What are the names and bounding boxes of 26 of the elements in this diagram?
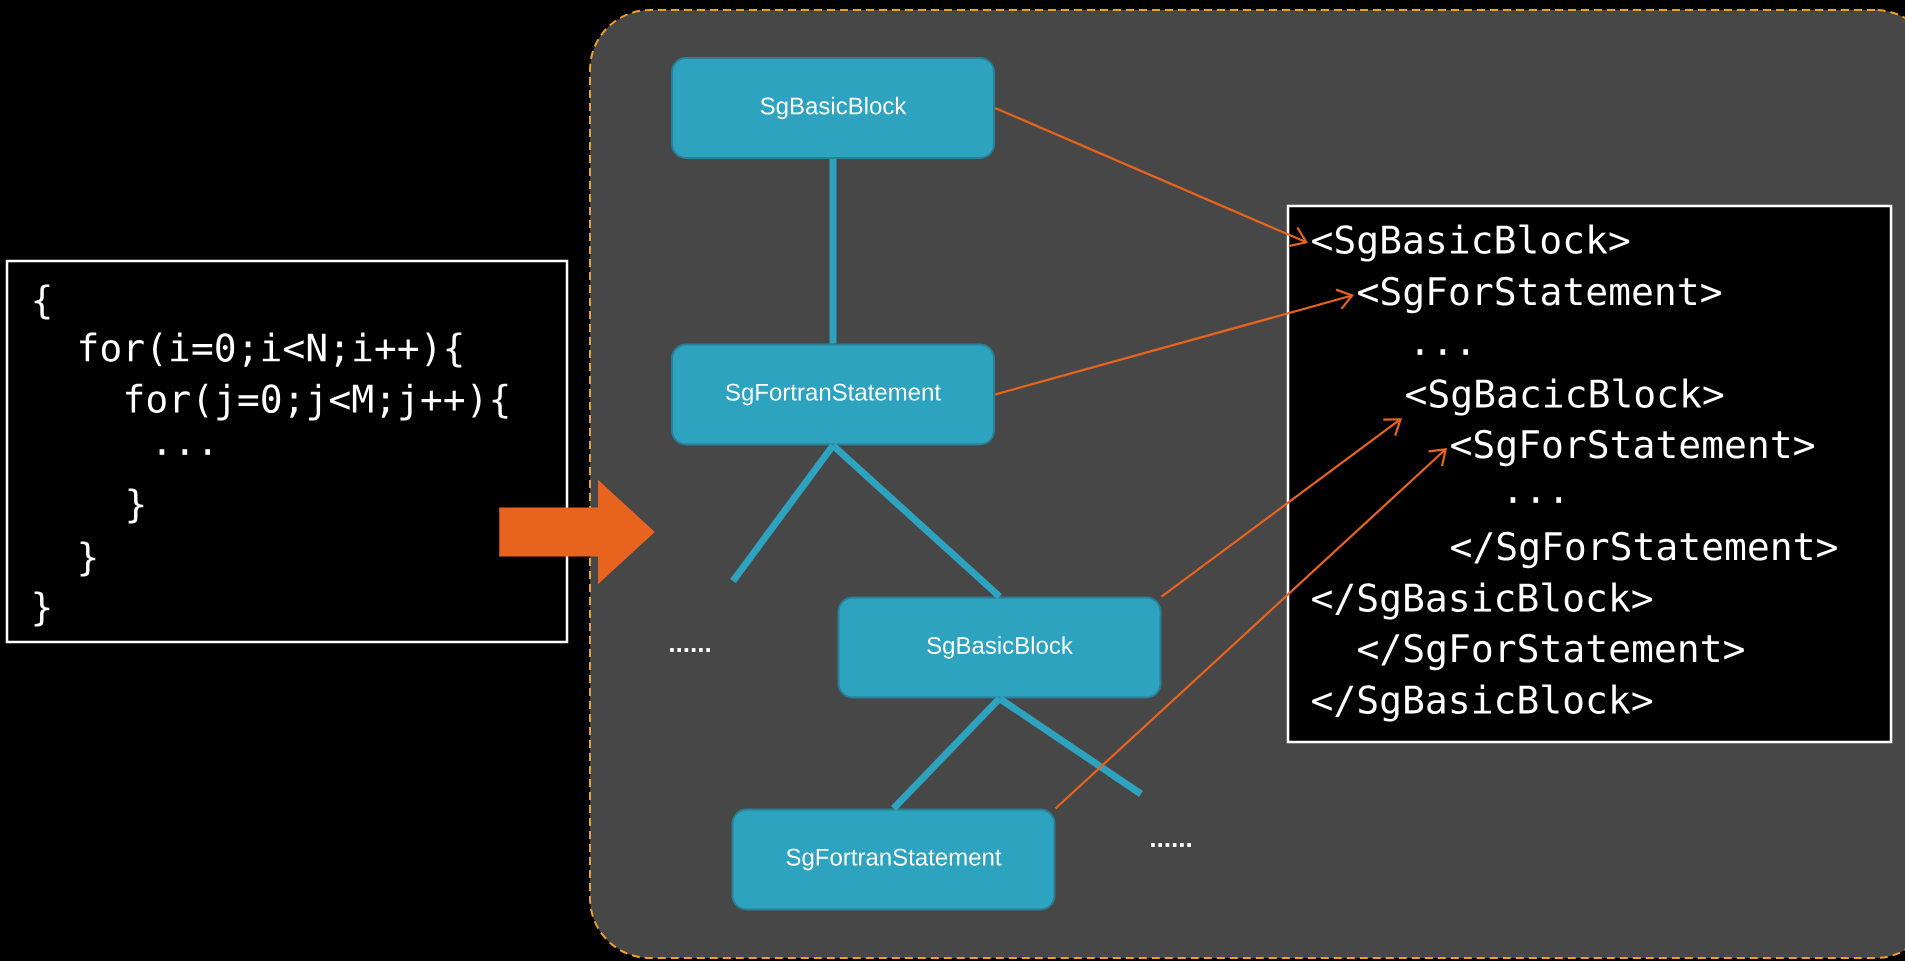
connector-line bbox=[997, 695, 1143, 797]
code-line: ... bbox=[1417, 349, 1469, 355]
tree-node-box: SgFortranStatement bbox=[671, 343, 995, 446]
code-line: </SgForStatement> bbox=[1358, 633, 1744, 671]
code-line: </SgBasicBlock> bbox=[1312, 582, 1653, 620]
code-line: <SgBasicBlock> bbox=[1312, 224, 1630, 262]
code-line: </SgBasicBlock> bbox=[1312, 684, 1653, 722]
code-line: ... bbox=[1510, 497, 1562, 503]
code-line: <SgForStatement> bbox=[1358, 276, 1721, 314]
arrow bbox=[1054, 448, 1448, 810]
code-line: <SgForStatement> bbox=[1451, 429, 1814, 467]
connector-line bbox=[830, 442, 1002, 600]
arrow bbox=[1160, 418, 1403, 598]
ellipsis: ...... bbox=[670, 648, 710, 652]
tree-node-box: SgBasicBlock bbox=[671, 57, 995, 159]
tree-node-box: SgFortranStatement bbox=[731, 808, 1056, 911]
code-panel bbox=[1286, 204, 1893, 744]
code-line: <SgBacicBlock> bbox=[1406, 378, 1724, 416]
connector-line bbox=[891, 696, 1003, 811]
tree-node-box: SgBasicBlock bbox=[837, 596, 1162, 699]
code-line: </SgForStatement> bbox=[1451, 531, 1837, 569]
connector-line bbox=[730, 443, 836, 584]
arrow bbox=[994, 107, 1308, 247]
arrow bbox=[994, 288, 1354, 396]
ellipsis: ...... bbox=[1151, 843, 1191, 847]
code-box: { for(i=0;i<N;i++){ for(j=0;j<M;j++){ ... } } } bbox=[5, 259, 569, 644]
